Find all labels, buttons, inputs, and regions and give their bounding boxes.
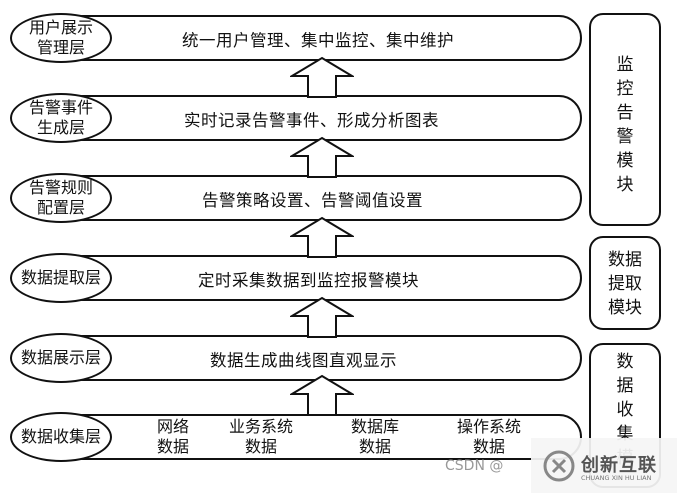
brand-watermark: 创新互联 CHUANG XIN HU LIAN [531,438,677,493]
up-arrow-icon [290,216,354,258]
layer-label: 数据提取层 [10,253,112,303]
layer-row [60,95,582,141]
up-arrow-icon [290,296,354,338]
layer-description: 数据生成曲线图直观显示 [210,351,397,370]
csdn-watermark: CSDN @ [445,458,504,474]
layer-label: 用户展示 管理层 [10,13,112,63]
module-label: 数据 提取 模块 [608,250,642,318]
brand-subtitle: CHUANG XIN HU LIAN [581,474,652,482]
data-source-item: 网络 数据 [156,417,189,456]
layer-label: 数据收集层 [10,412,112,462]
up-arrow-icon [290,374,354,416]
layer-label: 告警事件 生成层 [10,93,112,143]
module-label: 监 控 告 警 模 块 [616,55,634,195]
data-source-item: 数据库 数据 [350,417,399,456]
up-arrow-icon [290,56,354,98]
module-box: 数据 提取 模块 [589,236,661,330]
layer-label: 数据展示层 [10,333,112,383]
module-box: 监 控 告 警 模 块 [589,13,661,226]
brand-name: 创新互联 [581,455,657,476]
layer-label: 告警规则 配置层 [10,173,112,223]
layer-description: 统一用户管理、集中监控、集中维护 [182,31,454,50]
data-source-item: 业务系统 数据 [228,417,293,456]
layer-description: 告警策略设置、告警阈值设置 [202,191,423,210]
data-source-item: 操作系统 数据 [456,417,521,456]
brand-logo-icon [543,450,575,482]
layer-description: 定时采集数据到监控报警模块 [198,271,419,290]
layer-description: 实时记录告警事件、形成分析图表 [184,111,439,130]
up-arrow-icon [290,136,354,178]
